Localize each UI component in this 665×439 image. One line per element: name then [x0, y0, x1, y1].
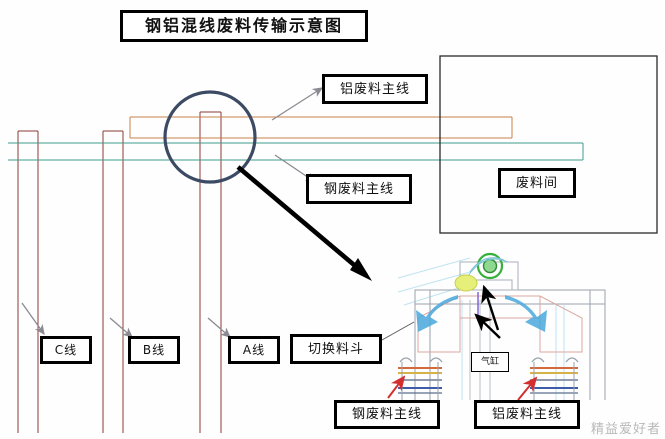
detail-view-pointer-head: [350, 258, 372, 281]
steel-conveyor-red-pointer: [387, 375, 406, 399]
label-aluminum-main-line-top: 铝废料主线: [322, 74, 428, 104]
label-line-b: B线: [128, 336, 180, 364]
label-steel-main-line-bottom: 钢废料主线: [334, 400, 440, 429]
production-line-a: [199, 111, 222, 433]
production-line-c: [17, 130, 39, 433]
hopper-detail-drawing: [387, 252, 606, 401]
switch-hopper-callout: [381, 321, 415, 341]
machine-frame: [414, 289, 606, 400]
steel-main-line-duct: [8, 142, 584, 161]
cylinder-pointer: [474, 313, 501, 339]
label-line-c: C线: [40, 336, 92, 364]
aluminum-conveyor-red-pointer: [517, 376, 538, 401]
label-line-a: A线: [228, 336, 280, 364]
diagram-title: 钢铝混线废料传输示意图: [120, 10, 368, 42]
scrap-room-boundary: [439, 55, 658, 234]
drive-motor: [454, 252, 509, 292]
support-columns: [469, 300, 491, 400]
line-b-callout: [109, 317, 133, 338]
label-steel-main-line-top: 钢废料主线: [306, 174, 412, 204]
label-scrap-room: 废料间: [498, 168, 576, 198]
label-cylinder: 气缸: [471, 352, 509, 372]
detail-view-pointer: [236, 165, 368, 277]
motor-pointer: [481, 284, 500, 331]
production-line-b: [102, 130, 124, 433]
swing-direction-arrows: [416, 295, 547, 332]
aluminum-conveyor-assembly: [530, 357, 579, 400]
line-c-callout: [21, 302, 45, 336]
hopper-chute: [417, 295, 583, 353]
aluminum-main-line-duct: [129, 116, 513, 139]
steel-conveyor-assembly: [398, 357, 443, 400]
aluminum-label-callout: [271, 87, 324, 121]
line-a-callout: [207, 317, 231, 338]
junction-highlight-circle: [163, 90, 257, 184]
label-aluminum-main-line-bottom: 铝废料主线: [474, 400, 580, 429]
watermark-text: 精益爱好者: [590, 422, 661, 437]
label-switch-hopper: 切换料斗: [290, 334, 382, 364]
